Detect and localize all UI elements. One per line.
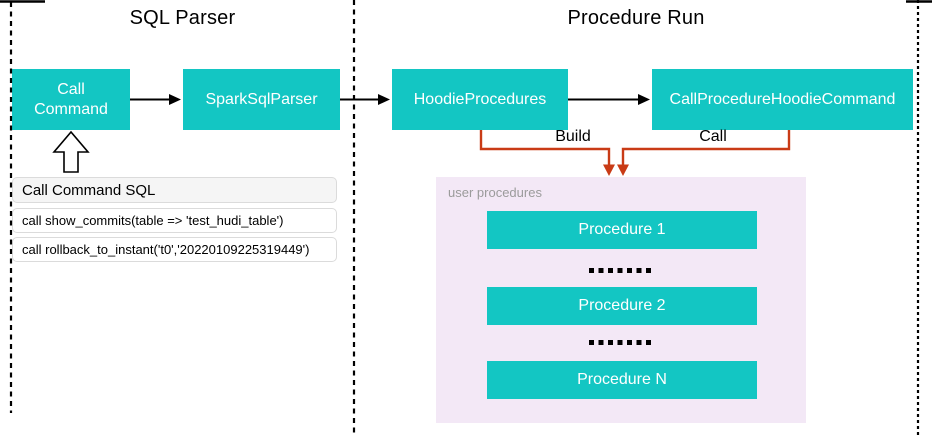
arrowhead-icon xyxy=(617,164,629,176)
ellipsis-separator xyxy=(487,268,757,273)
up-arrow-icon xyxy=(52,130,90,173)
call-edge-label: Call xyxy=(699,128,727,145)
node-procedure-1: Procedure 1 xyxy=(487,211,757,249)
arrow-call-command-to-parser xyxy=(130,94,181,105)
node-hoodie-procedures: HoodieProcedures xyxy=(392,69,568,130)
user-procedures-container: user procedures Procedure 1 Procedure 2 … xyxy=(436,177,806,423)
node-call-command: Call Command xyxy=(12,69,130,130)
arrowhead-icon xyxy=(169,94,181,105)
procedure-run-section-title: Procedure Run xyxy=(567,7,705,29)
sql-row-show-commits: call show_commits(table => 'test_hudi_ta… xyxy=(12,208,337,233)
node-call-procedure-hoodie-command: CallProcedureHoodieCommand xyxy=(652,69,913,130)
sql-panel-header: Call Command SQL xyxy=(12,177,337,203)
node-procedure-2: Procedure 2 xyxy=(487,287,757,325)
ellipsis-separator xyxy=(487,340,757,345)
sql-parser-section-title: SQL Parser xyxy=(129,7,236,29)
arrowhead-icon xyxy=(603,164,615,176)
dots-icon xyxy=(589,268,655,273)
arrow-hoodie-procedures-to-call-procedure xyxy=(568,94,650,105)
build-edge-label: Build xyxy=(555,128,591,145)
dots-icon xyxy=(589,340,655,345)
node-spark-sql-parser: SparkSqlParser xyxy=(183,69,340,130)
user-procedures-label: user procedures xyxy=(448,185,542,200)
node-procedure-n: Procedure N xyxy=(487,361,757,399)
arrowhead-icon xyxy=(638,94,650,105)
arrowhead-icon xyxy=(378,94,390,105)
arrow-parser-to-hoodie-procedures xyxy=(340,94,390,105)
sql-row-rollback-to-instant: call rollback_to_instant('t0','202201092… xyxy=(12,237,337,262)
